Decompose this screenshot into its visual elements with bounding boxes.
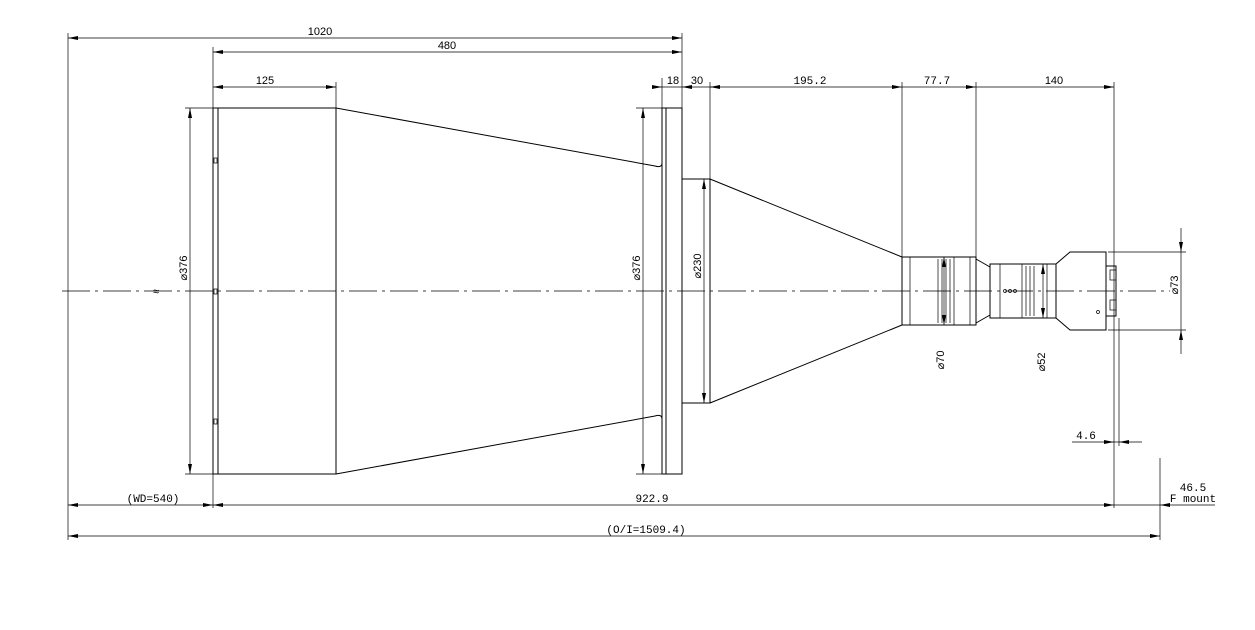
label-focus-ring-diameter: ⌀70 — [935, 351, 947, 370]
mount-pin — [1096, 310, 1100, 314]
dimension-rear-ring-diameter: ⌀52 — [1036, 264, 1048, 371]
label-flange: 18 — [667, 75, 679, 87]
dimension-focus-barrel: 77.7 — [902, 76, 976, 89]
label-flange-diameter: ⌀376 — [631, 256, 643, 281]
dimension-front-diameter: ⌀376 — [178, 108, 192, 474]
dimension-front-barrel: 125 — [213, 75, 336, 89]
rear-ring — [989, 263, 1057, 319]
label-section-length: 480 — [438, 40, 456, 52]
dimension-cone: 195.2 — [710, 76, 902, 89]
rear-ring-marks — [999, 264, 1048, 318]
front-marker-bottom — [213, 418, 218, 425]
front-marker-mid — [213, 288, 218, 295]
label-cone-diameter: ⌀230 — [692, 254, 704, 279]
label-front-diameter: ⌀376 — [178, 256, 190, 281]
label-rear: 140 — [1045, 75, 1063, 87]
front-barrel — [217, 107, 337, 475]
dimension-object-to-image: (O/I=1509.4) — [68, 525, 1160, 538]
dimension-mount-diameter: ⌀73 — [1169, 228, 1183, 354]
lens-body — [212, 107, 1117, 475]
label-overall-length: 1020 — [308, 26, 332, 38]
focus-barrel — [901, 256, 977, 326]
label-front-barrel: 125 — [256, 75, 274, 87]
dimension-overall-length: 1020 — [68, 26, 682, 40]
focus-knurl — [909, 257, 971, 325]
label-focus-barrel: 77.7 — [924, 76, 950, 88]
label-flange-back: 46.5 — [1180, 483, 1206, 495]
dimension-mount-offset: 4.6 — [1072, 431, 1142, 444]
label-object-to-image: (O/I=1509.4) — [606, 525, 685, 537]
label-step: 30 — [691, 75, 703, 87]
dimension-cone-diameter: ⌀230 — [692, 179, 706, 403]
label-mount-offset: 4.6 — [1076, 431, 1096, 443]
label-working-distance: (WD=540) — [127, 494, 180, 506]
dimension-flange-back: 46.5 F mount — [1114, 483, 1216, 507]
label-lens-length: 922.9 — [635, 494, 668, 506]
front-marker-top — [213, 157, 218, 164]
dimension-flange-diameter: ⌀376 — [631, 108, 645, 474]
dimension-flange: 18 — [652, 75, 692, 89]
dimension-lens-length: 922.9 — [213, 494, 1114, 507]
break-symbol: ≈ — [153, 286, 159, 298]
mount-lug-top — [1109, 269, 1117, 281]
dimension-rear: 140 — [976, 75, 1114, 89]
mount-bayonet — [1105, 265, 1117, 317]
extension-lines — [67, 33, 1186, 540]
mount-lug-bottom — [1109, 299, 1117, 311]
label-cone: 195.2 — [793, 76, 826, 88]
step-barrel — [681, 178, 711, 404]
label-mount-diameter: ⌀73 — [1169, 276, 1181, 295]
label-mount-type: F mount — [1170, 494, 1216, 506]
dimension-section-length: 480 — [213, 40, 682, 54]
label-rear-ring-diameter: ⌀52 — [1036, 353, 1048, 372]
dimension-focus-ring-diameter: ⌀70 — [935, 257, 947, 369]
dimension-working-distance: (WD=540) — [68, 494, 213, 507]
